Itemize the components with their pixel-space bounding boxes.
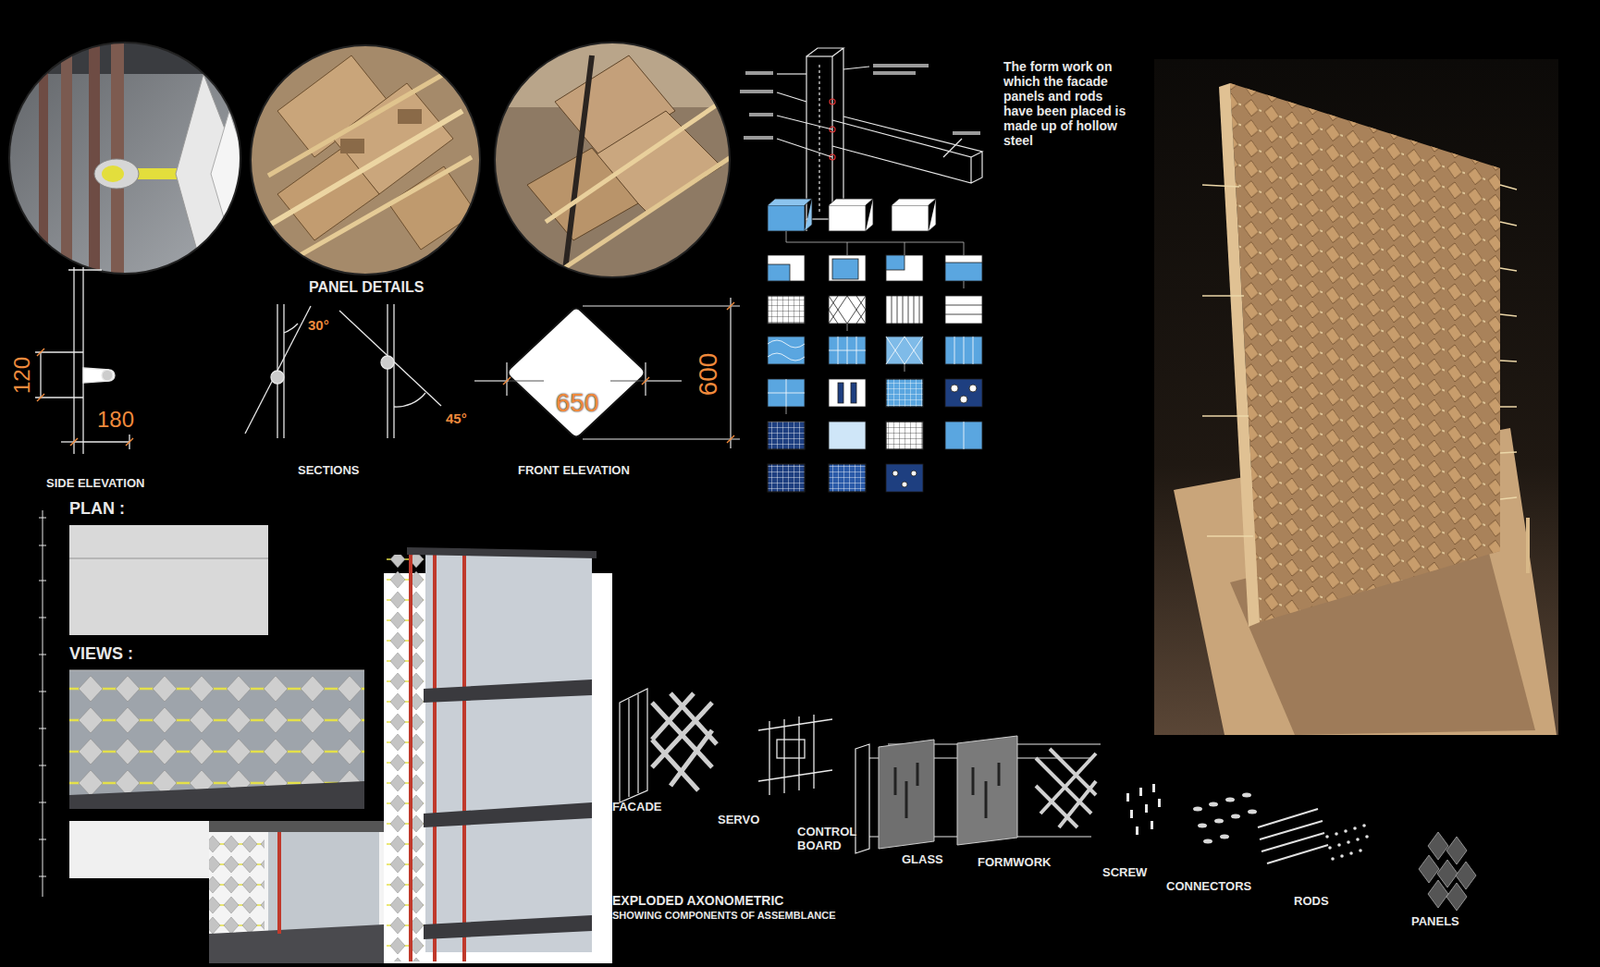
section-heading: VIEWS :: [69, 644, 134, 665]
note-text: The form work on which the facade panels…: [1003, 59, 1133, 149]
dimension: 180: [97, 406, 135, 433]
view-caption: SIDE ELEVATION: [46, 477, 145, 492]
view-caption: FRONT ELEVATION: [517, 464, 630, 479]
dimension: 650: [555, 388, 600, 419]
part-name: FORMWORK: [977, 856, 1051, 871]
dimension: 600: [693, 353, 724, 397]
dimension: 120: [9, 356, 36, 394]
angle-label: 45°: [445, 410, 468, 427]
drawing-title: EXPLODED AXONOMETRIC: [612, 893, 784, 909]
part-name: PANELS: [1411, 915, 1460, 930]
part-name: RODS: [1293, 895, 1330, 910]
part-name: CONTROL BOARD: [797, 825, 874, 854]
part-name: CONNECTORS: [1166, 880, 1252, 895]
part-name: SERVO: [717, 813, 760, 828]
part-name: FACADE: [612, 800, 662, 815]
drawing-subtitle: SHOWING COMPONENTS OF ASSEMBLANCE: [612, 910, 837, 923]
view-caption: SECTIONS: [297, 464, 359, 479]
section-heading: PANEL DETAILS: [308, 279, 424, 296]
section-heading: PLAN :: [69, 499, 125, 519]
part-name: GLASS: [901, 853, 944, 868]
part-name: SCREW: [1102, 866, 1147, 881]
angle-label: 30°: [307, 317, 330, 333]
